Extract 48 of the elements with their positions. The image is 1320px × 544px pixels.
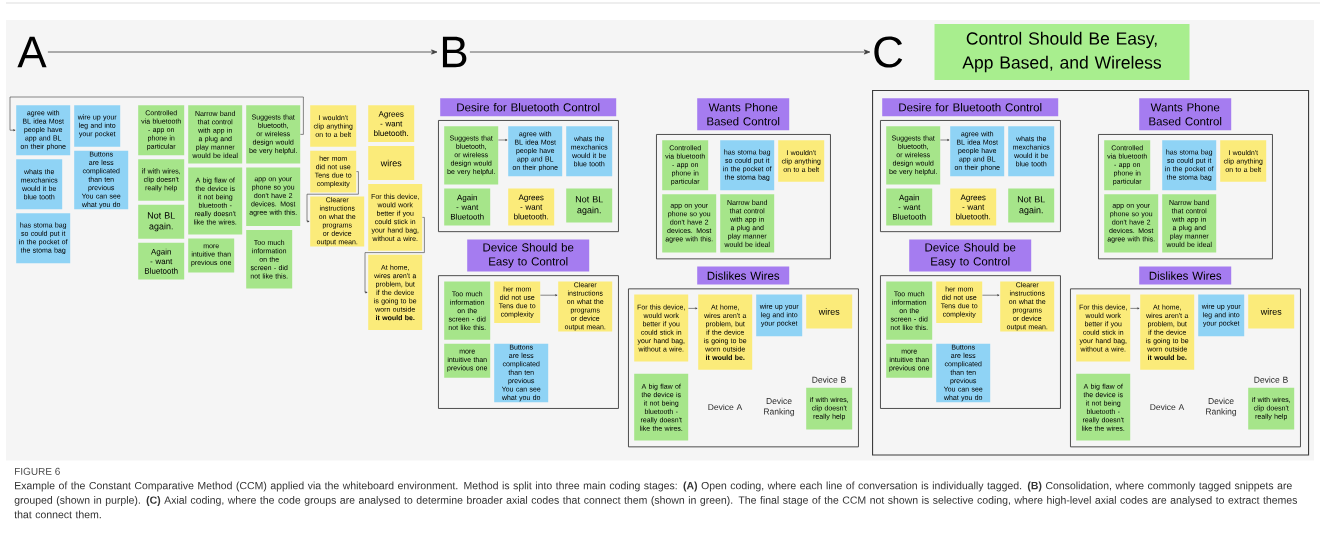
sticky-note: wires [368, 146, 415, 180]
group-frame [880, 275, 1061, 409]
caption-text: Example of the Constant Comparative Method (CCM) applied via the whiteboard environment. Method is split into three main coding stages: (A) Open coding, where each line of conversation is individually tagged. (B) Consolidation, where commonly tagged snippets are grouped (shown in purple). (C) Axial coding, where the code groups are analysed to determine broader axial codes that connect them (shown in green). The final stage of the CCM not shown is selective coding, where high-level axial codes are analysed to extract themes that connect them. [14, 481, 1298, 519]
arrow [688, 307, 698, 310]
stage-letter: B [442, 36, 467, 68]
arrow [9, 96, 304, 135]
sticky-note: Not BL again. [566, 188, 613, 223]
group-frame [880, 120, 1061, 233]
group-frame [1070, 288, 1301, 448]
group-frame [656, 134, 831, 260]
group-title: Device Should be Easy to Control [909, 239, 1032, 272]
sticky-note: wires [1248, 294, 1295, 329]
group-title: Desire for Bluetooth Control [440, 98, 617, 117]
arrow [306, 171, 359, 223]
group-title: Wants Phone Based Control [697, 98, 790, 131]
device-label: Device A [708, 403, 743, 411]
stage-letter: A [17, 36, 47, 68]
arrow [469, 49, 871, 55]
sticky-note: Agrees - want bluetooth. [950, 188, 997, 226]
sticky-note: Agrees - want bluetooth. [368, 105, 415, 142]
arrow [498, 139, 508, 141]
group-title: Device Should be Easy to Control [467, 239, 590, 272]
sticky-note: Agrees - want bluetooth. [508, 188, 555, 226]
sticky-note: Again - want Bluetooth [138, 242, 185, 280]
sticky-note: Again - want Bluetooth [886, 188, 933, 226]
group-frame [438, 120, 619, 233]
arrow [364, 217, 425, 294]
figure-label: FIGURE 6 [15, 467, 60, 475]
sticky-note: wires [806, 294, 853, 329]
group-frame [628, 288, 859, 448]
group-title: Wants Phone Based Control [1139, 98, 1232, 131]
arrow [47, 49, 438, 55]
device-label: Device A [1150, 403, 1185, 411]
device-label: Device Ranking [1206, 397, 1237, 417]
group-title: Desire for Bluetooth Control [882, 98, 1059, 117]
stage-frame [872, 90, 1310, 456]
arrow [1130, 307, 1140, 310]
arrow [982, 294, 1000, 297]
sticky-note: Again - want Bluetooth [444, 188, 491, 226]
stage-letter: C [874, 36, 903, 68]
sticky-note: Not BL again. [138, 204, 185, 239]
group-frame [438, 275, 619, 409]
sticky-note: Not BL again. [1008, 188, 1055, 223]
group-frame [1098, 134, 1273, 260]
arrow [940, 139, 950, 141]
arrow [540, 294, 558, 297]
axial-code-box: Control Should Be Easy, App Based, and Wireless [934, 24, 1190, 80]
device-label: Device Ranking [764, 397, 795, 417]
